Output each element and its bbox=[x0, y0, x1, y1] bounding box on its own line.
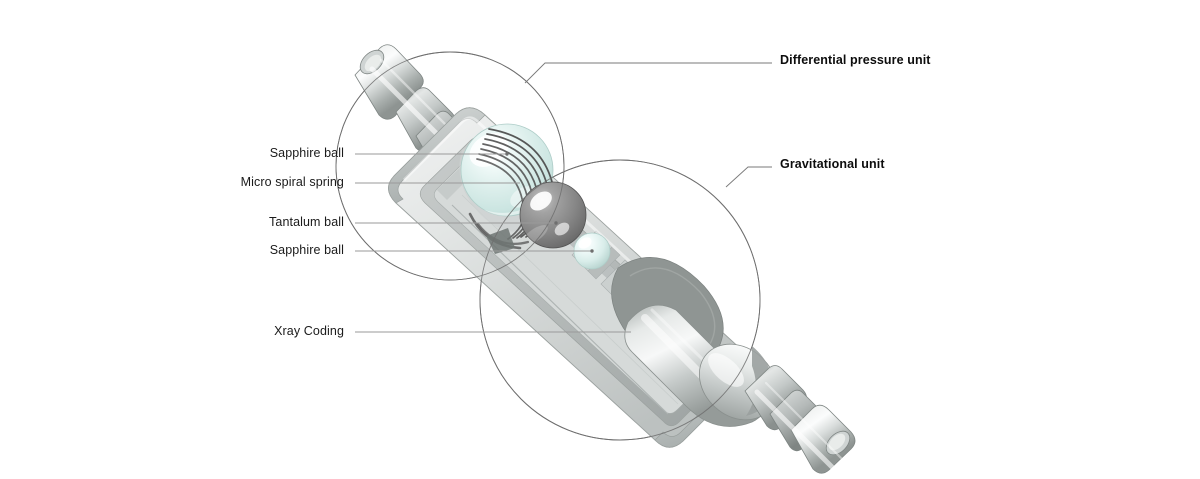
label-sapphire-ball-large: Sapphire ball bbox=[269, 146, 344, 160]
callout-circles-overlay bbox=[335, 51, 761, 441]
label-gravitational-unit: Gravitational unit bbox=[780, 157, 885, 171]
label-micro-spiral-spring: Micro spiral spring bbox=[240, 175, 344, 189]
valve-device bbox=[354, 44, 856, 474]
leader-gravitational-unit bbox=[725, 166, 772, 188]
label-xray-coding: Xray Coding bbox=[274, 324, 344, 338]
leader-differential-pressure-unit bbox=[524, 62, 772, 84]
label-differential-pressure-unit: Differential pressure unit bbox=[780, 53, 931, 67]
spring-seat-wedge bbox=[486, 228, 515, 254]
outlet-barb-connector bbox=[744, 365, 856, 474]
leader-end-dots bbox=[505, 152, 594, 253]
label-sapphire-ball-small: Sapphire ball bbox=[269, 243, 344, 257]
label-tantalum-ball: Tantalum ball bbox=[269, 215, 344, 229]
leader-lines bbox=[355, 62, 772, 333]
